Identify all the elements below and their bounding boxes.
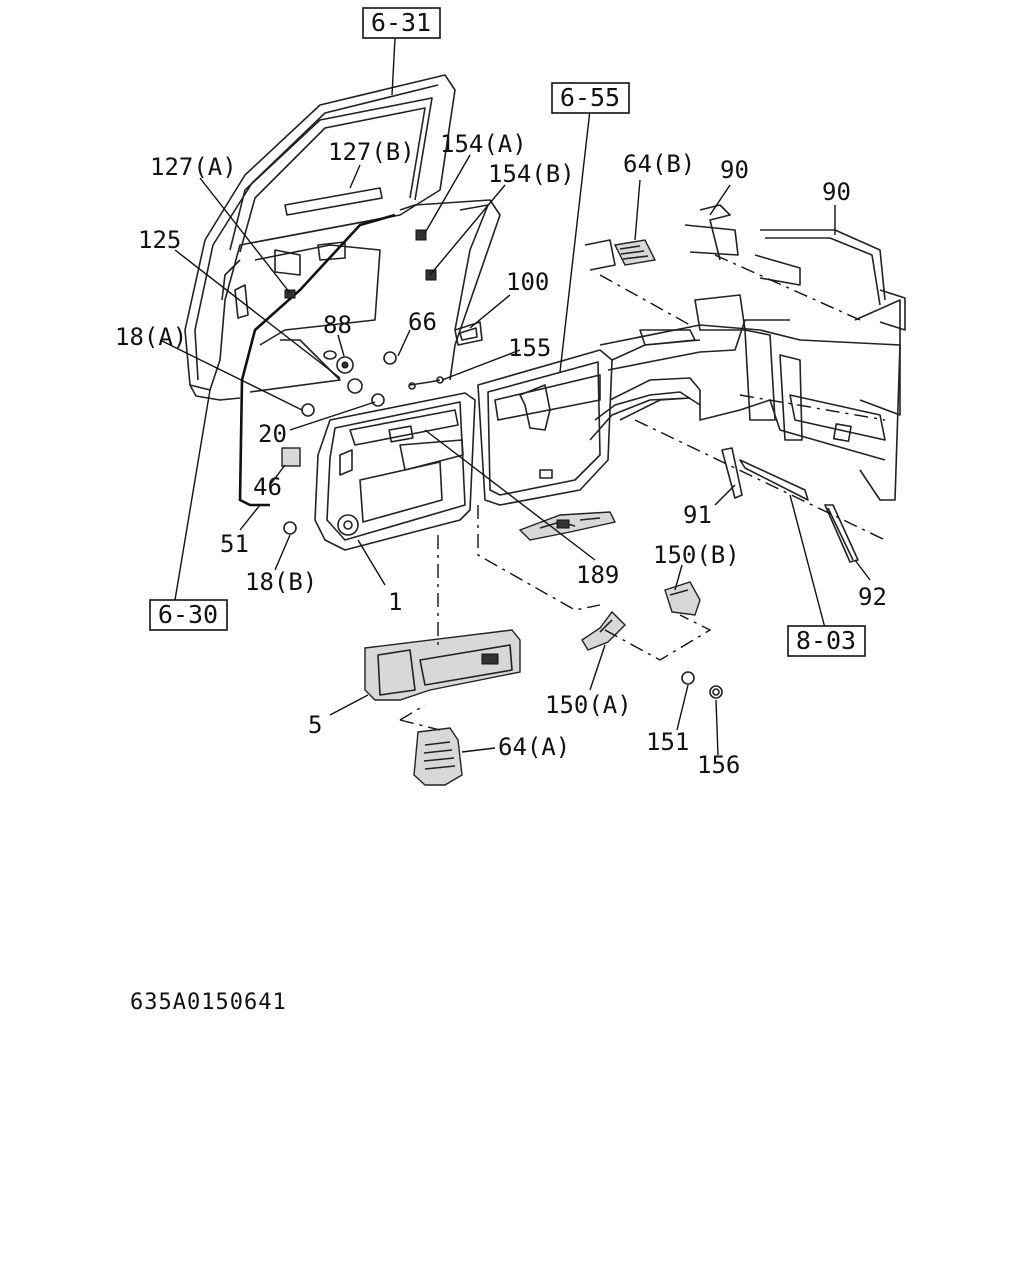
inside-handle [518,511,617,541]
label-90-right: 90 [822,178,851,206]
fasteners-group [281,321,483,535]
reference-box-6-31: 6-31 [362,7,441,39]
label-88: 88 [323,311,352,339]
label-18b: 18(B) [245,568,317,596]
label-46: 46 [253,473,282,501]
label-1: 1 [388,588,402,616]
reference-box-6-55: 6-55 [551,82,630,114]
label-154b: 154(B) [488,160,575,188]
label-150b: 150(B) [653,541,740,569]
label-20: 20 [258,420,287,448]
ref-label-6-31: 6-31 [371,8,431,37]
label-154a: 154(A) [440,130,527,158]
door-trim-panel [314,392,476,551]
label-91: 91 [683,501,712,529]
label-90-left: 90 [720,156,749,184]
label-150a: 150(A) [545,691,632,719]
label-127b: 127(B) [328,138,415,166]
label-155: 155 [508,334,551,362]
ref-label-6-30: 6-30 [158,600,218,629]
back-panel [584,204,906,501]
label-127a: 127(A) [150,153,237,181]
document-id: 635A0150641 [130,990,287,1015]
alignment-lines [399,254,886,731]
center-trim-panel [477,349,613,506]
label-189: 189 [576,561,619,589]
label-64b: 64(B) [623,150,695,178]
label-64a: 64(A) [498,733,570,761]
reference-box-8-03: 8-03 [787,625,866,657]
reference-box-6-30: 6-30 [149,599,228,631]
leader-lines [159,37,871,756]
label-100: 100 [506,268,549,296]
label-18a: 18(A) [115,323,187,351]
label-5: 5 [308,711,322,739]
assist-grips [581,581,723,699]
label-51: 51 [220,530,249,558]
label-151: 151 [646,728,689,756]
armrest-pocket [364,629,521,786]
part-labels: 127(A) 127(B) 154(A) 154(B) 125 88 66 10… [115,130,887,779]
weatherstrips [721,447,859,563]
ref-label-6-55: 6-55 [560,83,620,112]
ref-label-8-03: 8-03 [796,626,856,655]
label-66: 66 [408,308,437,336]
label-92: 92 [858,583,887,611]
label-156: 156 [697,751,740,779]
label-125: 125 [138,226,181,254]
